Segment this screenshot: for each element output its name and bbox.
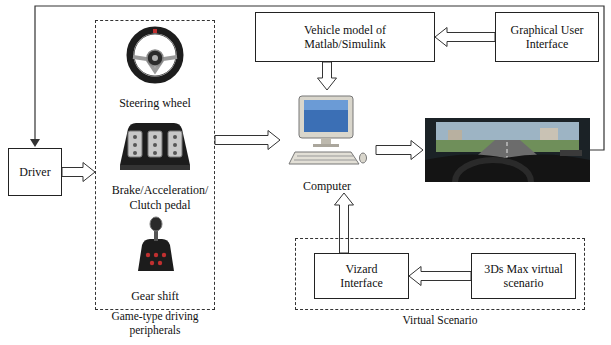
node-label: Graphical User Interface	[501, 23, 593, 52]
process-box: 3Ds Max virtual scenario	[471, 253, 576, 299]
node-label: Vizard Interface	[331, 262, 393, 291]
block-arrow	[62, 163, 95, 182]
group-label: Game-type driving peripherals	[96, 310, 214, 338]
node-label: Vehicle model of Matlab/Simulink	[280, 23, 410, 52]
group-label: Virtual Scenario	[403, 314, 478, 328]
device-node: Gear shift	[100, 213, 210, 303]
computer-node: Computer	[280, 90, 374, 193]
node-label: 3Ds Max virtual scenario	[478, 262, 570, 291]
block-arrow	[215, 131, 280, 150]
actor-box: Driver	[8, 148, 62, 196]
node-label: Computer	[303, 179, 351, 193]
group-frame: Virtual ScenarioVizard Interface3Ds Max …	[295, 238, 585, 310]
group-frame: Game-type driving peripheralsSteering wh…	[95, 20, 215, 310]
simulator-screen	[425, 118, 590, 182]
output-arrow	[376, 141, 423, 160]
pedal-picture	[114, 115, 196, 173]
gear-picture	[130, 215, 180, 275]
process-box: Graphical User Interface	[495, 12, 599, 62]
device-node: Steering wheel	[100, 23, 210, 110]
block-arrow	[318, 62, 337, 90]
node-label: Steering wheel	[119, 96, 191, 110]
process-box: Vizard Interface	[314, 253, 409, 299]
block-arrow	[335, 193, 354, 253]
feedback-line	[35, 6, 604, 150]
node-label: Driver	[19, 165, 50, 179]
device-node: Brake/Acceleration/ Clutch pedal	[100, 111, 220, 212]
block-arrow	[409, 267, 471, 286]
node-label: Brake/Acceleration/ Clutch pedal	[106, 183, 214, 212]
wheel-picture	[123, 25, 187, 85]
feedback-arrowhead	[30, 139, 40, 147]
process-box: Vehicle model of Matlab/Simulink	[255, 12, 435, 62]
block-arrow	[435, 28, 495, 47]
computer-picture	[287, 94, 367, 168]
node-label: Gear shift	[131, 289, 179, 303]
